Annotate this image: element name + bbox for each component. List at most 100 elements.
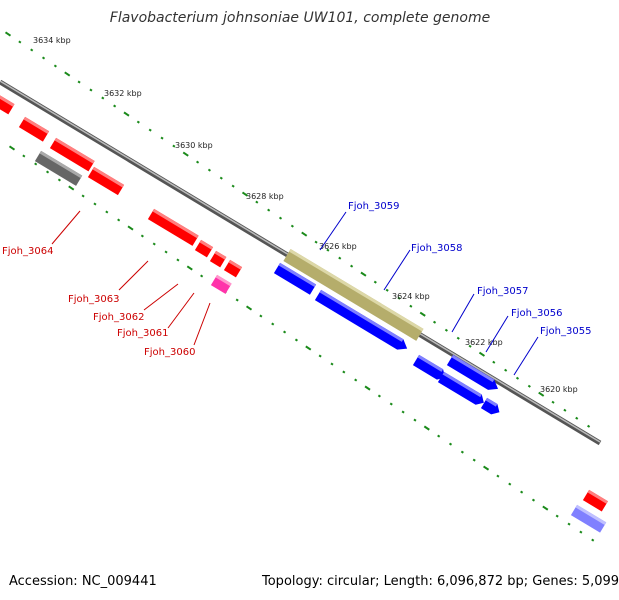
gene-forward[interactable]: [314, 289, 410, 354]
tick-major: [423, 425, 430, 431]
tick-major: [68, 185, 75, 191]
gene-reverse[interactable]: [582, 489, 608, 512]
tick-minor: [448, 442, 453, 446]
gene-label-reverse[interactable]: Fjoh_3063: [68, 294, 119, 305]
tick-minor: [235, 298, 239, 302]
gene-forward[interactable]: [480, 397, 503, 418]
tick-minor: [294, 338, 298, 342]
gene-forward[interactable]: [437, 371, 487, 408]
tick-minor: [527, 384, 531, 388]
tick-minor: [492, 360, 496, 364]
gene-label-forward[interactable]: Fjoh_3056: [511, 308, 562, 319]
tick-minor: [160, 136, 164, 140]
gene-forward[interactable]: [446, 354, 501, 394]
gene-rna[interactable]: [283, 248, 424, 341]
gene-label-reverse[interactable]: Fjoh_3064: [2, 246, 53, 257]
tick-major: [182, 151, 189, 157]
tick-major: [127, 225, 134, 231]
tick-major: [483, 465, 490, 471]
gene-label-forward[interactable]: Fjoh_3058: [411, 243, 462, 254]
tick-minor: [496, 474, 500, 478]
genome-map: Flavobacterium johnsoniae UW101, complet…: [0, 10, 619, 589]
tick-minor: [350, 264, 354, 268]
tick-minor: [575, 416, 579, 420]
gene-reverse[interactable]: [147, 208, 199, 246]
gene-reverse[interactable]: [0, 94, 15, 115]
gene-other[interactable]: [34, 150, 83, 186]
tick-major: [542, 505, 549, 511]
tick-minor: [164, 250, 168, 254]
tick-minor: [267, 208, 271, 212]
tick-minor: [200, 274, 204, 278]
tick-minor: [53, 64, 57, 68]
tick-minor: [81, 194, 85, 198]
tick-minor: [148, 128, 152, 132]
gene-forward[interactable]: [273, 262, 317, 295]
tick-minor: [176, 258, 180, 262]
tick-minor: [140, 234, 144, 238]
tick-minor: [117, 218, 121, 222]
tick-major: [419, 311, 426, 317]
tick-label: 3624 kbp: [392, 292, 430, 301]
gene-other[interactable]: [570, 504, 607, 533]
tick-minor: [22, 154, 26, 158]
tick-minor: [93, 202, 97, 206]
gene-label-reverse[interactable]: Fjoh_3060: [144, 347, 195, 358]
tick-minor: [318, 354, 322, 358]
tick-minor: [57, 178, 61, 182]
tick-label: 3628 kbp: [246, 192, 284, 201]
tick-minor: [444, 328, 448, 332]
tick-minor: [401, 410, 405, 414]
tick-dots-lower: [8, 145, 595, 542]
tick-minor: [18, 40, 22, 44]
tick-minor: [271, 322, 275, 326]
forward-label-leaders: [319, 211, 539, 376]
gene-reverse[interactable]: [18, 116, 50, 142]
gene-forward[interactable]: [412, 354, 448, 383]
tick-minor: [330, 362, 334, 366]
gene-label-reverse[interactable]: Fjoh_3061: [117, 328, 168, 339]
tick-minor: [354, 378, 358, 382]
tick-minor: [196, 160, 200, 164]
gene-reverse[interactable]: [223, 259, 243, 278]
tick-minor: [520, 490, 524, 494]
tick-minor: [101, 96, 105, 100]
tick-minor: [567, 522, 571, 526]
gene-reverse[interactable]: [87, 166, 125, 196]
tick-minor: [41, 56, 46, 60]
tick-minor: [413, 418, 417, 422]
tick-minor: [409, 304, 413, 308]
tick-major: [538, 391, 545, 397]
tick-minor: [259, 314, 263, 318]
tick-label: 3632 kbp: [104, 89, 142, 98]
gene-reverse[interactable]: [194, 239, 214, 258]
tick-major: [123, 111, 130, 117]
gene-label-forward[interactable]: Fjoh_3057: [477, 286, 528, 297]
tick-minor: [89, 88, 93, 92]
tick-minor: [46, 170, 50, 174]
tick-minor: [555, 514, 559, 518]
tick-major: [478, 351, 485, 357]
gene-label-forward[interactable]: Fjoh_3055: [540, 326, 591, 337]
gene-reverse[interactable]: [49, 137, 95, 172]
map-title: Flavobacterium johnsoniae UW101, complet…: [109, 10, 491, 26]
forward-labels: Fjoh_3059 Fjoh_3058 Fjoh_3057 Fjoh_3056 …: [348, 201, 591, 337]
tick-minor: [456, 336, 460, 340]
tick-minor: [342, 370, 346, 374]
tick-minor: [579, 530, 583, 534]
genome-summary-text: Topology: circular; Length: 6,096,872 bp…: [262, 574, 619, 589]
tick-minor: [231, 184, 235, 188]
tick-label: 3626 kbp: [319, 242, 357, 251]
gene-label-reverse[interactable]: Fjoh_3062: [93, 312, 144, 323]
tick-label: 3630 kbp: [175, 141, 213, 150]
tick-minor: [472, 458, 476, 462]
tick-minor: [77, 80, 81, 84]
tick-label: 3622 kbp: [465, 338, 503, 347]
tick-minor: [207, 168, 211, 172]
gene-label-forward[interactable]: Fjoh_3059: [348, 201, 399, 212]
tick-minor: [437, 434, 441, 438]
gene-pink[interactable]: [210, 274, 232, 294]
forward-genes: [273, 248, 503, 418]
tick-dots-upper: [4, 31, 591, 428]
tick-major: [241, 191, 249, 197]
